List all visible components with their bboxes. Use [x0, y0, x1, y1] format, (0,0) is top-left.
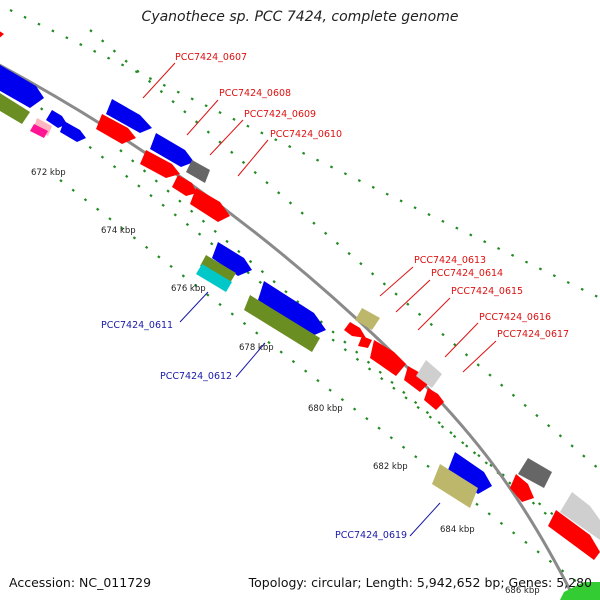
gene-label-0615[interactable]: PCC7424_0615 — [451, 286, 524, 297]
tick-label-680: 680 kbp — [308, 404, 343, 414]
accession-text: Accession: NC_011729 — [9, 575, 152, 590]
gene-label-0613[interactable]: PCC7424_0613 — [414, 255, 487, 266]
gene-features — [0, 31, 600, 600]
tick-guides — [0, 9, 600, 600]
gene-label-0609[interactable]: PCC7424_0609 — [244, 109, 317, 120]
tick-label-672: 672 kbp — [31, 168, 66, 178]
leader-lines — [142, 62, 497, 537]
tick-label-674: 674 kbp — [101, 226, 136, 236]
genome-summary-text: Topology: circular; Length: 5,942,652 bp… — [248, 575, 592, 590]
tick-label-676: 676 kbp — [171, 284, 206, 294]
tick-label-684: 684 kbp — [440, 525, 475, 535]
gene-label-0616[interactable]: PCC7424_0616 — [479, 312, 552, 323]
tick-label-678: 678 kbp — [239, 343, 274, 353]
gene-label-0611[interactable]: PCC7424_0611 — [101, 320, 174, 331]
gene-label-0614[interactable]: PCC7424_0614 — [431, 268, 504, 279]
page-title: Cyanothece sp. PCC 7424, complete genome — [141, 9, 459, 25]
gene-label-0607[interactable]: PCC7424_0607 — [175, 52, 248, 63]
gene-label-0619[interactable]: PCC7424_0619 — [335, 530, 408, 541]
tick-label-682: 682 kbp — [373, 462, 408, 472]
gene-label-0617[interactable]: PCC7424_0617 — [497, 329, 570, 340]
gene-label-0608[interactable]: PCC7424_0608 — [219, 88, 292, 99]
gene-label-0610[interactable]: PCC7424_0610 — [270, 129, 343, 140]
tick-label-686: 686 kbp — [505, 586, 540, 596]
gene-label-0612[interactable]: PCC7424_0612 — [160, 371, 233, 382]
